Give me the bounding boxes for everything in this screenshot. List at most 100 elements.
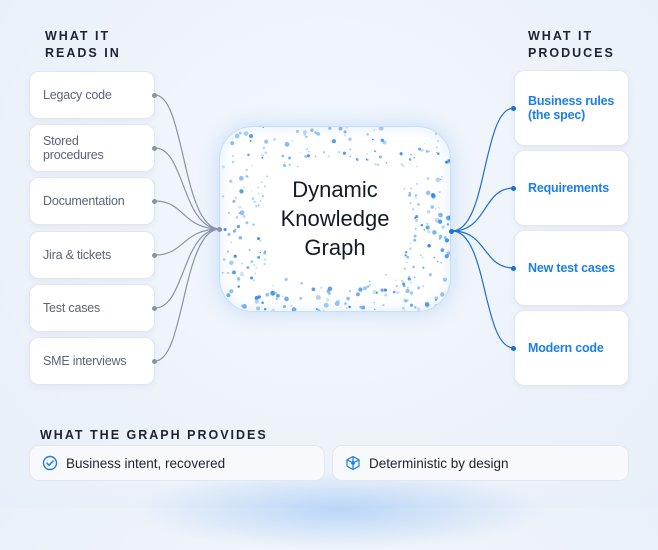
particle [263, 147, 266, 150]
particle [247, 154, 250, 157]
particle [348, 137, 351, 140]
particle [374, 309, 375, 310]
particle [232, 155, 234, 157]
connector-new-test-cases [452, 231, 514, 268]
particle [301, 282, 303, 284]
particle [312, 287, 316, 291]
particle [290, 305, 292, 307]
particle [402, 307, 405, 310]
cube-network-icon [345, 455, 361, 471]
particle [395, 280, 396, 281]
input-label: Jira & tickets [43, 248, 111, 262]
particle [253, 264, 255, 266]
particle [349, 156, 351, 158]
particle [255, 273, 256, 274]
connector-dot [152, 93, 157, 98]
particle [443, 278, 447, 282]
particle [366, 158, 368, 160]
output-label: Business rules (the spec) [528, 94, 614, 122]
particle [410, 154, 412, 156]
particle [440, 262, 442, 264]
particle [346, 297, 350, 301]
connector-dot [511, 346, 516, 351]
particle [305, 148, 308, 151]
output-card-business-rules: Business rules (the spec) [514, 70, 629, 146]
particle [414, 277, 415, 278]
input-card-sme-interviews: SME interviews [29, 337, 155, 385]
particle [359, 306, 362, 309]
input-label: SME interviews [43, 354, 126, 368]
particle [304, 155, 307, 158]
particle [426, 150, 429, 153]
particle [381, 139, 384, 142]
particle [400, 152, 403, 155]
provides-card-deterministic: Deterministic by design [332, 445, 629, 481]
particle [323, 310, 325, 312]
particle [292, 307, 297, 312]
particle [310, 128, 313, 131]
particle [356, 292, 360, 296]
particle [385, 274, 387, 276]
particle [404, 311, 405, 312]
particle [424, 143, 425, 144]
graph-output-dot [449, 229, 454, 234]
output-label: Requirements [528, 181, 609, 195]
particle [299, 297, 302, 300]
particle [349, 290, 351, 292]
particle [230, 141, 234, 145]
particle [379, 127, 384, 131]
input-card-test-cases: Test cases [29, 284, 155, 332]
particle [284, 297, 289, 302]
particle [375, 163, 377, 165]
output-connectors [452, 108, 514, 348]
particle [245, 168, 248, 171]
particle [332, 139, 336, 143]
particle [434, 304, 439, 309]
particle [255, 299, 259, 303]
particle [369, 281, 370, 282]
particle [235, 134, 240, 139]
particle [339, 127, 343, 131]
particle [425, 302, 429, 306]
particle [336, 299, 340, 303]
particle [316, 295, 321, 300]
particle [422, 285, 424, 287]
particle [372, 290, 376, 294]
connector-sme-interviews [155, 229, 220, 361]
input-card-legacy-code: Legacy code [29, 71, 155, 119]
particle [328, 292, 331, 295]
particle [273, 138, 276, 141]
particle [343, 152, 346, 155]
output-label: Modern code [528, 341, 604, 355]
particle [356, 158, 359, 161]
particle [437, 140, 439, 142]
particle [276, 298, 278, 300]
provides-label: Deterministic by design [369, 456, 509, 471]
particle [223, 128, 227, 132]
connector-dot [152, 146, 157, 151]
particle [346, 307, 348, 309]
provides-card-business-intent: Business intent, recovered [29, 445, 325, 481]
particle [343, 130, 346, 133]
particle [377, 164, 380, 167]
particle [285, 142, 290, 147]
particle [381, 288, 384, 291]
particle [271, 309, 274, 312]
particle [255, 296, 259, 300]
particle [288, 157, 291, 160]
particle [261, 157, 263, 159]
particle [314, 131, 317, 134]
particle [283, 164, 286, 167]
particle [320, 287, 322, 289]
particle [404, 268, 406, 270]
particle [408, 277, 411, 280]
particle [240, 272, 245, 277]
particle [344, 302, 347, 305]
particle [316, 132, 320, 136]
particle [422, 267, 424, 269]
particle [372, 139, 374, 141]
provides-heading: WHAT THE GRAPH PROVIDES [40, 427, 268, 444]
particle [315, 156, 316, 157]
input-label: Test cases [43, 301, 100, 315]
particle [441, 303, 445, 307]
